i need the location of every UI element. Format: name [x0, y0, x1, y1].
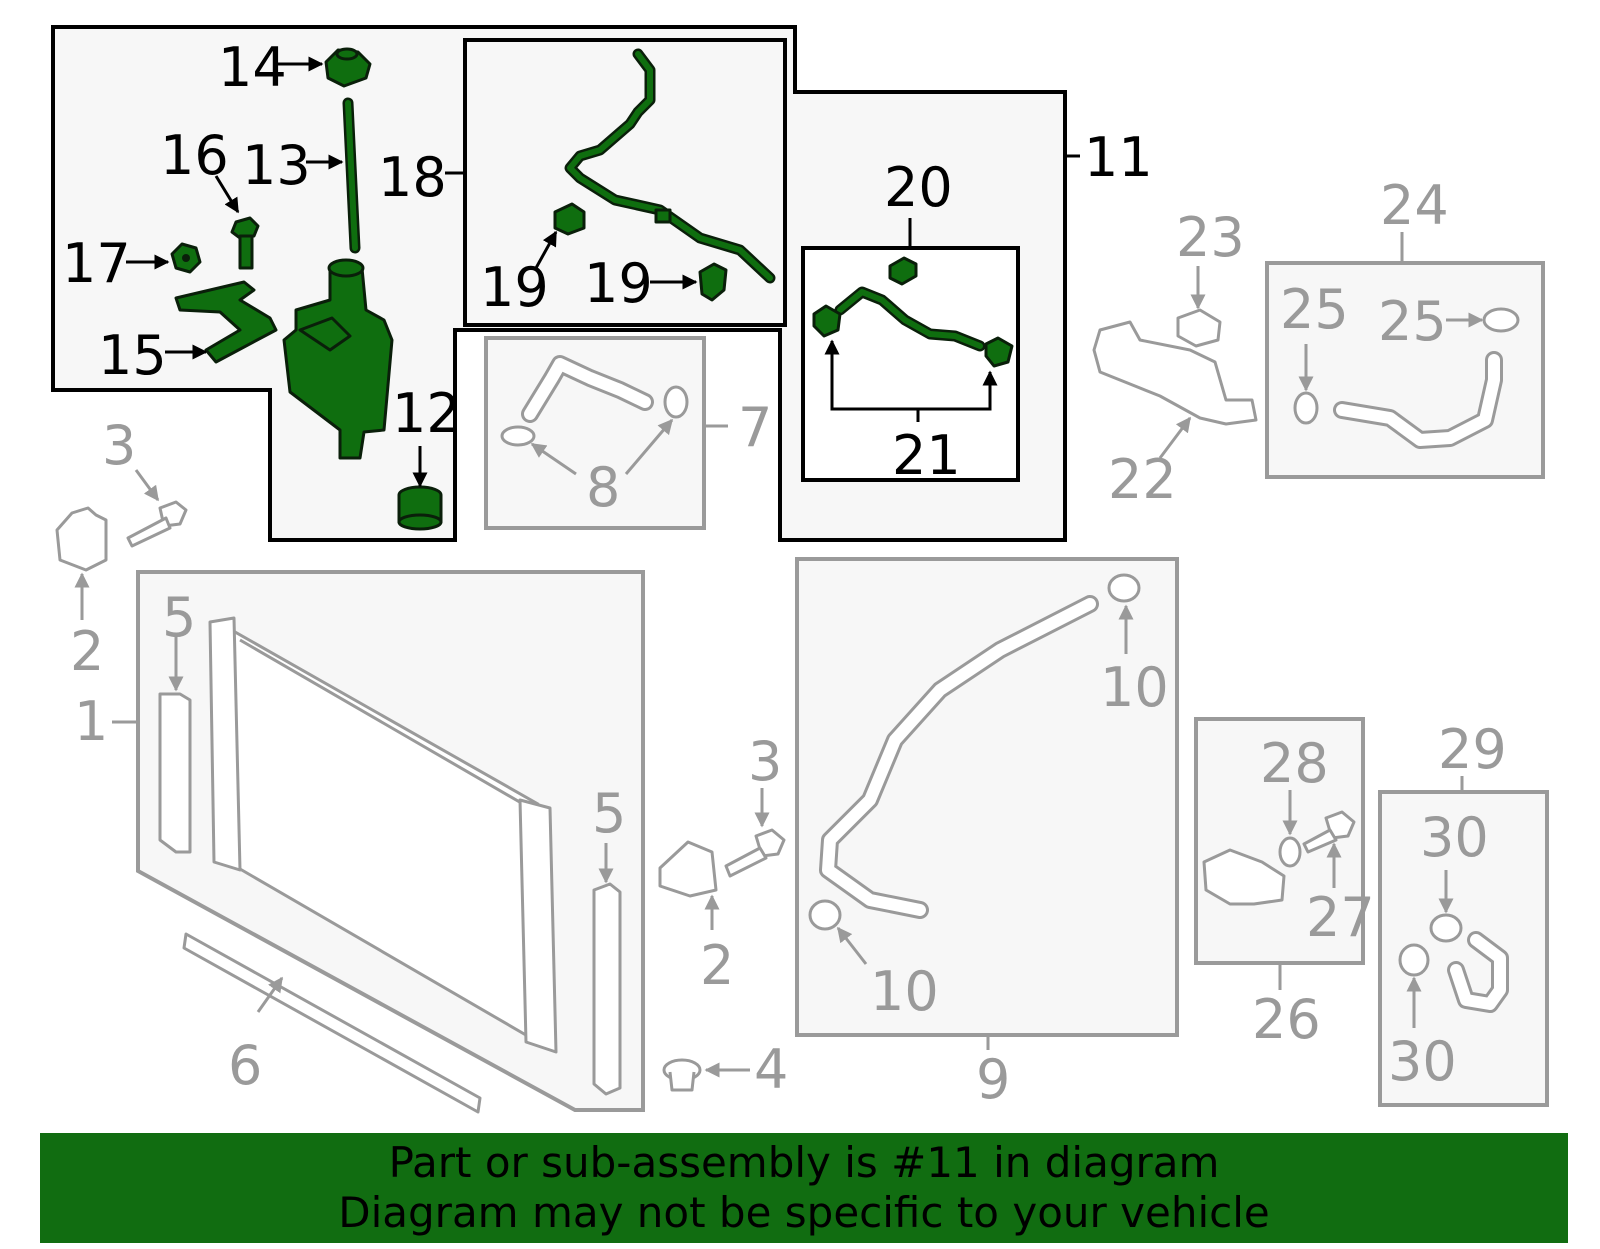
clip-19-left[interactable]	[553, 202, 586, 236]
callout-29: 29	[1438, 718, 1507, 781]
bolt-27[interactable]	[1302, 810, 1356, 854]
reservoir-cap[interactable]	[324, 47, 372, 88]
callout-21: 21	[892, 424, 961, 487]
callout-10-top: 10	[1100, 656, 1169, 719]
callout-5-right: 5	[592, 782, 626, 845]
clamp-30-top[interactable]	[1429, 913, 1463, 943]
callout-15: 15	[98, 324, 167, 387]
clamp-25-left[interactable]	[1293, 391, 1319, 425]
callout-23: 23	[1176, 206, 1245, 269]
hose-7[interactable]	[521, 355, 654, 423]
callout-4: 4	[754, 1038, 788, 1101]
clamp-8-right[interactable]	[663, 385, 689, 419]
seal-5-right[interactable]	[592, 882, 622, 1096]
callout-26: 26	[1252, 988, 1321, 1051]
clip-20[interactable]	[888, 256, 918, 286]
callout-14: 14	[218, 36, 287, 99]
callout-25-left: 25	[1280, 278, 1349, 341]
callout-24: 24	[1380, 174, 1449, 237]
bracket-15[interactable]	[174, 280, 278, 364]
callout-6: 6	[228, 1034, 262, 1097]
callout-19-left: 19	[480, 256, 549, 319]
clamp-25-right[interactable]	[1482, 307, 1520, 333]
callout-19-right: 19	[584, 252, 653, 315]
callout-28: 28	[1260, 732, 1329, 795]
hose-9[interactable]	[819, 595, 1099, 919]
clip-4[interactable]	[662, 1058, 702, 1092]
seal-6[interactable]	[182, 932, 482, 1114]
clamp-21-right[interactable]	[984, 336, 1014, 368]
hose-21[interactable]	[834, 286, 986, 352]
callout-13: 13	[242, 134, 311, 197]
callout-16: 16	[160, 124, 229, 187]
callout-30-top: 30	[1420, 806, 1489, 869]
notice-banner: Part or sub-assembly is #11 in diagram D…	[40, 1133, 1568, 1243]
bolt-3-right[interactable]	[724, 828, 786, 878]
clamp-10-bottom[interactable]	[808, 899, 842, 931]
callout-7: 7	[738, 396, 772, 459]
nut-17[interactable]	[170, 242, 202, 274]
clip-19-right[interactable]	[698, 262, 728, 302]
callout-8: 8	[586, 456, 620, 519]
seal-5-left[interactable]	[158, 692, 192, 854]
callout-3-left: 3	[102, 414, 136, 477]
banner-line-1: Part or sub-assembly is #11 in diagram	[388, 1138, 1220, 1187]
insulator-12[interactable]	[397, 485, 443, 531]
callout-30-bottom: 30	[1388, 1030, 1457, 1093]
callout-2-left: 2	[70, 620, 104, 683]
clamp-10-top[interactable]	[1107, 573, 1141, 603]
reservoir-tank[interactable]	[282, 258, 394, 460]
bracket-2-left[interactable]	[55, 506, 108, 572]
callout-3-right: 3	[748, 730, 782, 793]
callout-27: 27	[1306, 886, 1375, 949]
callout-17: 17	[62, 232, 131, 295]
leaders-gray	[74, 232, 1484, 1078]
box-9[interactable]	[795, 557, 1179, 1037]
callout-12: 12	[392, 382, 461, 445]
clamp-21-left[interactable]	[812, 304, 842, 338]
radiator[interactable]	[208, 616, 558, 1054]
callout-11: 11	[1084, 126, 1153, 189]
gasket-28[interactable]	[1278, 836, 1302, 868]
banner-line-2: Diagram may not be specific to your vehi…	[338, 1188, 1270, 1237]
hose-24[interactable]	[1333, 351, 1503, 449]
bolt-16[interactable]	[230, 216, 260, 270]
callout-10-bottom: 10	[870, 960, 939, 1023]
callout-18: 18	[378, 146, 447, 209]
sub-box-18[interactable]	[463, 38, 787, 327]
bolt-3-left[interactable]	[126, 500, 188, 548]
hose-29[interactable]	[1447, 931, 1509, 1013]
callout-25-right: 25	[1378, 290, 1447, 353]
cap-23[interactable]	[1176, 308, 1222, 348]
clamp-30-bottom[interactable]	[1398, 943, 1430, 977]
bracket-2-right[interactable]	[658, 840, 718, 898]
clamp-8-left[interactable]	[500, 425, 536, 447]
leaders-black	[126, 56, 1080, 488]
callout-22: 22	[1108, 448, 1177, 511]
hose-18[interactable]	[564, 48, 776, 284]
sensor-26[interactable]	[1202, 848, 1286, 906]
callout-9: 9	[976, 1048, 1010, 1111]
callout-20: 20	[884, 156, 953, 219]
callout-1: 1	[74, 690, 108, 753]
outlet-22[interactable]	[1092, 320, 1258, 426]
overflow-hose-13[interactable]	[342, 97, 361, 254]
callout-2-right: 2	[700, 934, 734, 997]
callout-5-left: 5	[162, 586, 196, 649]
